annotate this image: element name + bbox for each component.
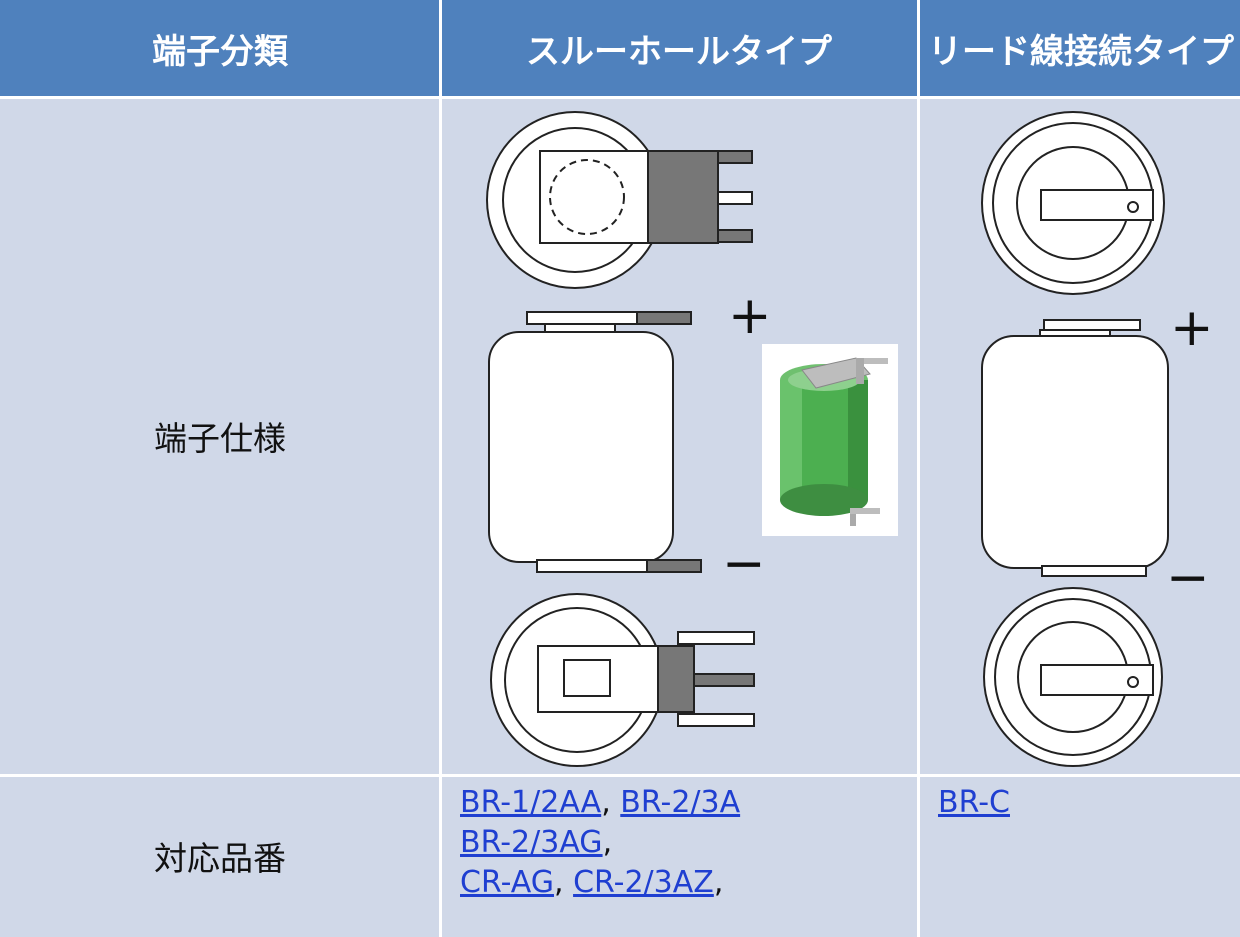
lead-wire-top-view-diagram [981, 111, 1165, 295]
row-label-part-numbers: 対応品番 [0, 775, 440, 937]
part-separator: , [601, 785, 621, 820]
part-line: BR-C [938, 783, 1240, 823]
part-separator: , [713, 865, 724, 900]
lead-wire-plus-symbol: + [1170, 298, 1214, 358]
header-lead-wire-type: リード線接続タイプ [918, 0, 1240, 97]
through-hole-top-view-diagram [486, 111, 753, 289]
grid-line [0, 774, 1240, 777]
grid-line [0, 96, 1240, 99]
part-separator: , [553, 865, 574, 900]
lead-wire-side-view-diagram [981, 319, 1169, 577]
part-line: CR-AG, CR-2/3AZ, [460, 863, 918, 903]
part-link-br-c[interactable]: BR-C [938, 785, 1010, 820]
lead-wire-minus-symbol: − [1166, 548, 1210, 608]
lead-wire-part-list: BR-C [918, 775, 1240, 937]
battery-3d-illustration [762, 344, 898, 536]
through-hole-part-list: BR-1/2AA, BR-2/3A BR-2/3AG, CR-AG, CR-2/… [440, 775, 918, 937]
lead-wire-bottom-view-diagram [983, 587, 1163, 767]
grid-line [917, 0, 920, 937]
row-label-terminal-spec: 端子仕様 [0, 97, 440, 775]
through-hole-bottom-view-diagram [490, 593, 755, 767]
header-terminal-category: 端子分類 [0, 0, 440, 97]
header-through-hole-type: スルーホールタイプ [440, 0, 918, 97]
grid-line [439, 0, 442, 937]
through-hole-side-view-diagram [488, 311, 702, 573]
part-line: BR-1/2AA, BR-2/3A [460, 783, 918, 823]
part-separator: , [602, 825, 613, 860]
part-link-br-1-2aa[interactable]: BR-1/2AA [460, 785, 602, 820]
part-link-br-2-3a[interactable]: BR-2/3A [620, 785, 741, 820]
part-link-br-2-3ag[interactable]: BR-2/3AG [460, 825, 603, 860]
through-hole-plus-symbol: + [728, 286, 772, 346]
part-link-cr-ag[interactable]: CR-AG [460, 865, 554, 900]
part-link-cr-2-3az[interactable]: CR-2/3AZ [573, 865, 714, 900]
part-line: BR-2/3AG, [460, 823, 918, 863]
through-hole-minus-symbol: − [722, 534, 766, 594]
